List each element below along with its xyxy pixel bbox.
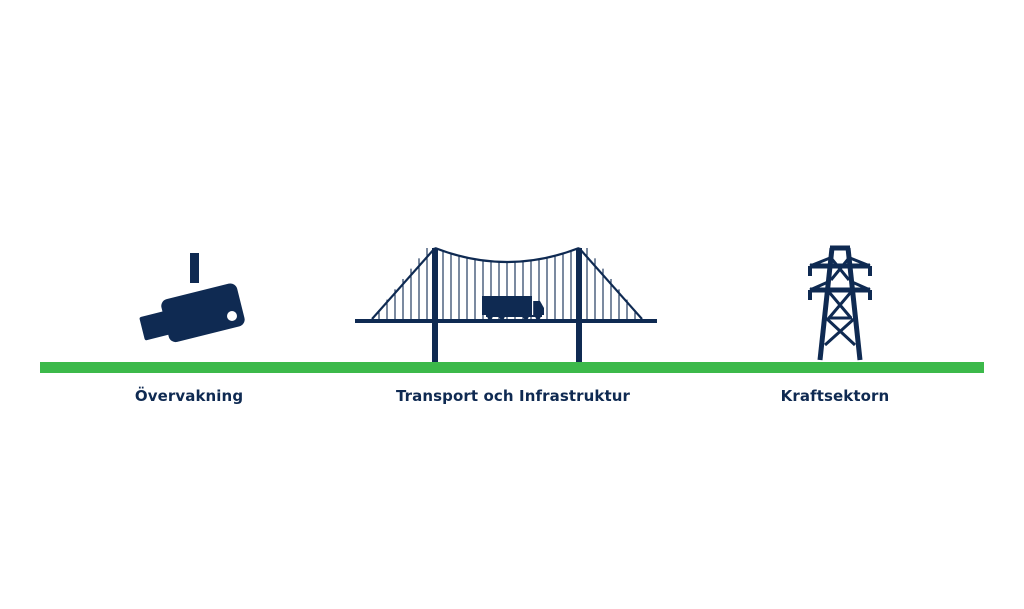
label-kraftsektorn: Kraftsektorn bbox=[780, 387, 890, 405]
label-overvakning: Övervakning bbox=[134, 387, 244, 405]
ground-line bbox=[40, 362, 984, 373]
label-transport-infrastruktur: Transport och Infrastruktur bbox=[395, 387, 631, 405]
